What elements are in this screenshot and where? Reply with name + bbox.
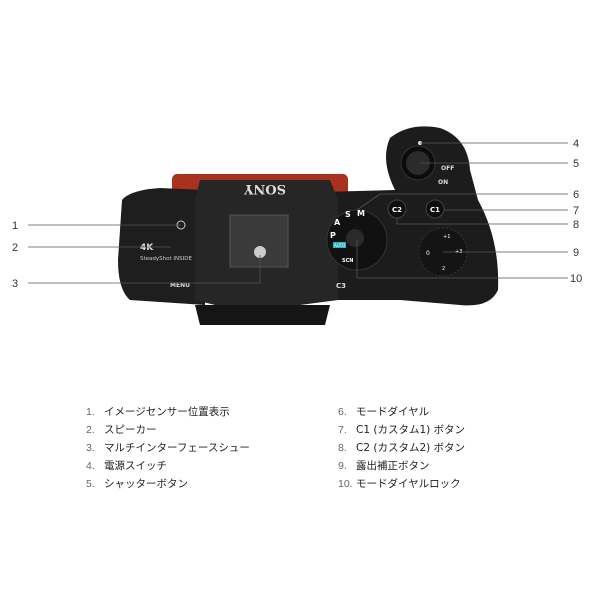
legend-item: 4.電源スイッチ: [86, 460, 167, 472]
legend-item: 9.露出補正ボタン: [338, 460, 430, 472]
off-label: OFF: [441, 165, 454, 172]
callout-8: 8: [573, 219, 579, 231]
camera-body: SONY 4K SteadyShot INSIDE MENU P A S M A…: [118, 126, 499, 325]
callout-4: 4: [573, 138, 579, 150]
legend-item: 5.シャッターボタン: [86, 478, 188, 490]
on-label: ON: [438, 179, 448, 186]
c1-button[interactable]: C1: [425, 199, 445, 219]
svg-text:S: S: [345, 210, 351, 219]
svg-text:2: 2: [442, 266, 445, 272]
legend-left: 1.イメージセンサー位置表示 2.スピーカー 3.マルチインターフェースシュー …: [86, 403, 250, 493]
legend-item: 1.イメージセンサー位置表示: [86, 406, 230, 418]
c3-label: C3: [336, 282, 346, 290]
svg-text:SCN: SCN: [342, 258, 353, 264]
callout-1: 1: [12, 220, 18, 232]
left-body: [118, 188, 205, 305]
legend-item: 6.モードダイヤル: [338, 406, 430, 418]
callout-9: 9: [573, 247, 579, 259]
legend-item: 7.C1 (カスタム1) ボタン: [338, 424, 466, 436]
svg-text:M: M: [357, 209, 365, 218]
callout-10: 10: [570, 273, 582, 285]
hot-shoe: [229, 214, 289, 268]
c2-button[interactable]: C2: [387, 199, 407, 219]
svg-text:C1: C1: [430, 206, 440, 214]
callout-numbers: 1 2 3 4 5 6 7 8 9 10: [12, 138, 582, 290]
brand-logo: SONY: [243, 181, 286, 196]
eyepiece: [195, 305, 330, 325]
legend-item: 3.マルチインターフェースシュー: [86, 442, 250, 454]
svg-text:AUTO: AUTO: [334, 243, 345, 248]
svg-text:+1: +1: [443, 234, 450, 240]
hot-shoe-pin: [254, 246, 266, 258]
menu-label: MENU: [170, 282, 190, 289]
legend-item: 10.モードダイヤルロック: [338, 478, 461, 490]
svg-text:A: A: [334, 218, 341, 227]
callout-lines: [28, 142, 568, 284]
callout-5: 5: [573, 158, 579, 170]
legend-item: 2.スピーカー: [86, 424, 157, 436]
callout-3: 3: [12, 278, 18, 290]
camera-diagram: SONY 4K SteadyShot INSIDE MENU P A S M A…: [12, 126, 582, 325]
badge-4k: 4K: [140, 243, 154, 253]
callout-7: 7: [573, 205, 579, 217]
svg-text:0: 0: [426, 250, 430, 257]
shutter-button[interactable]: [400, 145, 436, 181]
svg-text:C2: C2: [392, 206, 402, 214]
svg-text:P: P: [330, 231, 336, 240]
mode-dial[interactable]: P A S M AUTO SCN: [326, 209, 388, 271]
steadyshot-label: SteadyShot INSIDE: [140, 256, 192, 262]
legend-right: 6.モードダイヤル 7.C1 (カスタム1) ボタン 8.C2 (カスタム2) …: [338, 403, 465, 493]
legend-item: 8.C2 (カスタム2) ボタン: [338, 442, 466, 454]
callout-2: 2: [12, 242, 18, 254]
callout-6: 6: [573, 189, 579, 201]
